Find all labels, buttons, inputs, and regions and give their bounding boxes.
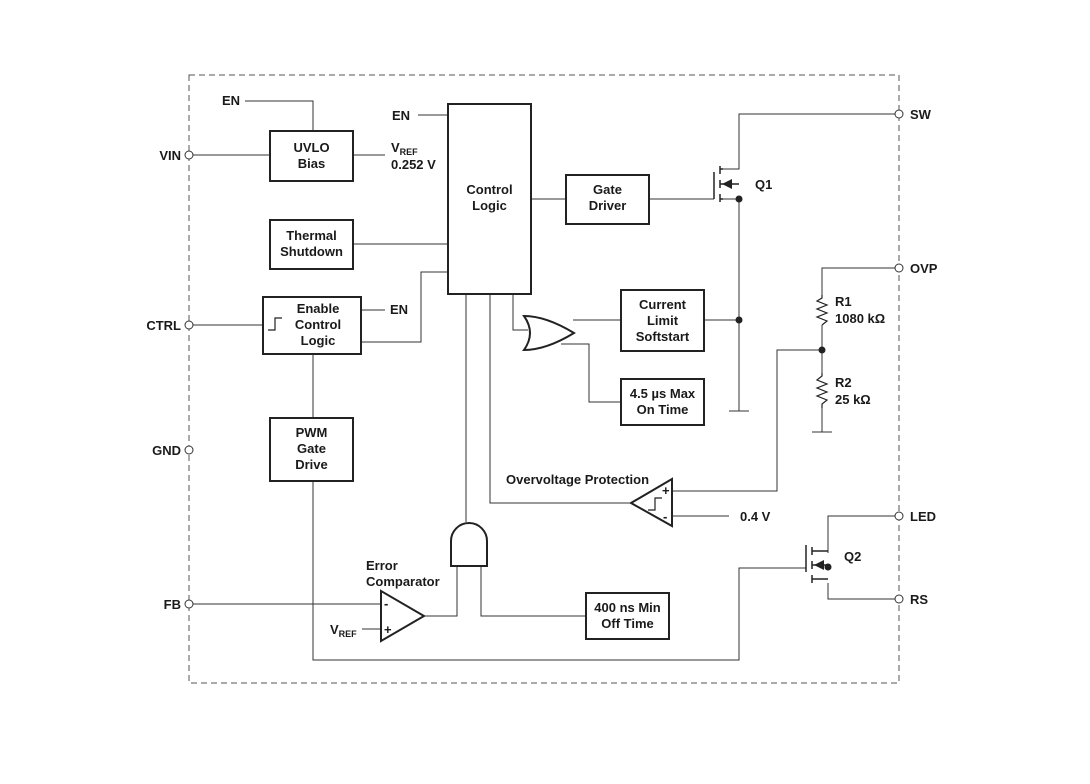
pin-label-ctrl: CTRL xyxy=(146,318,181,333)
pin-fb[interactable] xyxy=(184,599,194,609)
enable-label: Enable xyxy=(297,301,340,316)
pin-ovp[interactable] xyxy=(894,263,904,273)
pin-label-rs: RS xyxy=(910,592,928,607)
softstart-label: Softstart xyxy=(636,329,690,344)
uvlo-bias-block: UVLO Bias xyxy=(269,130,354,182)
en-label-uvlo: EN xyxy=(222,93,240,108)
pin-label-fb: FB xyxy=(164,597,181,612)
control-logic-label-1: Control xyxy=(466,182,512,197)
vref-label: VREF xyxy=(391,140,418,157)
max-on-label-1: 4.5 µs Max xyxy=(630,386,696,401)
r2-name: R2 xyxy=(835,375,852,390)
min-off-time-block: 400 ns Min Off Time xyxy=(585,592,670,640)
or-gate-icon xyxy=(522,314,576,352)
bias-label: Bias xyxy=(298,156,325,171)
ovp-comparator-plus: + xyxy=(662,483,670,498)
pin-ctrl[interactable] xyxy=(184,320,194,330)
q1-label: Q1 xyxy=(755,177,772,192)
r1-name: R1 xyxy=(835,294,852,309)
current-limit-softstart-block: Current Limit Softstart xyxy=(620,289,705,352)
limit-label: Limit xyxy=(647,313,679,328)
gate-label: Gate xyxy=(297,441,326,456)
gate-driver-label-1: Gate xyxy=(593,182,622,197)
en-label-control: EN xyxy=(392,108,410,123)
pin-rs[interactable] xyxy=(894,594,904,604)
q1-mosfet-icon xyxy=(713,166,739,202)
error-comparator-minus: - xyxy=(384,596,388,611)
pin-led[interactable] xyxy=(894,511,904,521)
enable-control-logic-block: Enable Control Logic xyxy=(262,296,362,355)
current-label: Current xyxy=(639,297,687,312)
r1-value: 1080 kΩ xyxy=(835,311,885,326)
junction-dot xyxy=(818,346,826,354)
junction-dot xyxy=(735,316,743,324)
control-logic-block: Control Logic xyxy=(447,103,532,295)
q2-mosfet-icon xyxy=(805,545,828,583)
r2-resistor-icon xyxy=(815,373,829,408)
ref-04v-label: 0.4 V xyxy=(740,509,771,524)
shutdown-label: Shutdown xyxy=(280,244,343,259)
and-gate-icon xyxy=(450,522,488,567)
pin-label-ovp: OVP xyxy=(910,261,938,276)
wires xyxy=(192,100,896,661)
vref-value: 0.252 V xyxy=(391,157,436,172)
min-off-label-2: Off Time xyxy=(601,616,654,631)
error-comparator: - + xyxy=(380,589,426,643)
r2-value: 25 kΩ xyxy=(835,392,871,407)
junction-dot xyxy=(735,195,743,203)
drive-label: Drive xyxy=(295,457,328,472)
pin-label-sw: SW xyxy=(910,107,932,122)
pins xyxy=(184,109,904,609)
max-on-label-2: On Time xyxy=(637,402,689,417)
max-on-time-block: 4.5 µs Max On Time xyxy=(620,378,705,426)
control-label: Control xyxy=(295,317,341,332)
en-label-enable: EN xyxy=(390,302,408,317)
q2-label: Q2 xyxy=(844,549,861,564)
ovp-hysteresis-icon xyxy=(648,497,662,511)
chip-boundary xyxy=(188,74,900,684)
hysteresis-icon xyxy=(268,317,282,331)
pwm-gate-drive-block: PWM Gate Drive xyxy=(269,417,354,482)
thermal-shutdown-block: Thermal Shutdown xyxy=(269,219,354,270)
uvlo-label: UVLO xyxy=(293,140,329,155)
pin-sw[interactable] xyxy=(894,109,904,119)
junction-dot xyxy=(824,563,832,571)
thermal-label: Thermal xyxy=(286,228,337,243)
vref-label-error: VREF xyxy=(330,622,357,639)
pin-label-gnd: GND xyxy=(152,443,181,458)
pin-label-led: LED xyxy=(910,509,936,524)
pin-label-vin: VIN xyxy=(159,148,181,163)
error-label: Error xyxy=(366,558,398,573)
gate-driver-block: Gate Driver xyxy=(565,174,650,225)
error-comparator-plus: + xyxy=(384,622,392,637)
comparator-label: Comparator xyxy=(366,574,440,589)
ovp-comparator: + - xyxy=(628,477,673,528)
r1-resistor-icon xyxy=(815,295,829,326)
gate-driver-label-2: Driver xyxy=(589,198,627,213)
pin-vin[interactable] xyxy=(184,150,194,160)
logic-label: Logic xyxy=(301,333,336,348)
pin-gnd[interactable] xyxy=(184,445,194,455)
control-logic-label-2: Logic xyxy=(472,198,507,213)
pwm-label: PWM xyxy=(296,425,328,440)
ovp-comparator-minus: - xyxy=(663,509,667,524)
ovp-title: Overvoltage Protection xyxy=(506,472,649,487)
min-off-label-1: 400 ns Min xyxy=(594,600,661,615)
